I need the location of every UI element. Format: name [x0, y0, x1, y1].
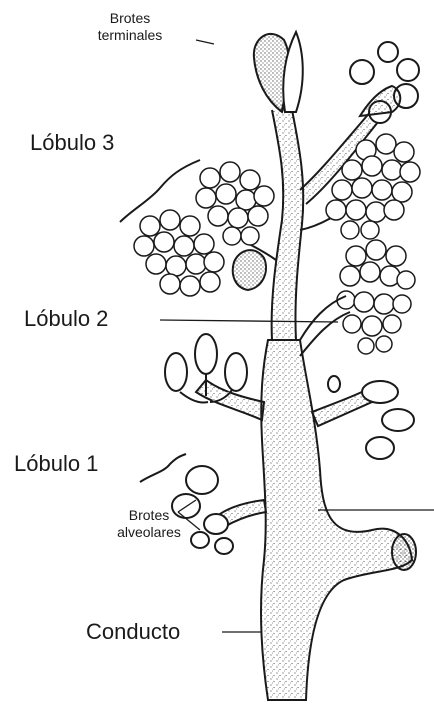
lobule-2-cluster [337, 240, 415, 354]
label-brotes-terminales: Brotes terminales [80, 10, 180, 44]
label-brotes-alveolares-line2: alveolares [100, 524, 198, 541]
label-brotes-alveolares: Brotes alveolares [100, 507, 198, 541]
trunk-side-bulb [392, 534, 416, 570]
label-brotes-terminales-line1: Brotes [80, 10, 180, 27]
leader-brotes-terminales [196, 40, 214, 44]
lobule-3-cluster-mid [196, 162, 274, 245]
label-lobulo-2: Lóbulo 2 [24, 306, 108, 332]
terminal-buds [254, 32, 419, 123]
label-lobulo-1: Lóbulo 1 [14, 451, 98, 477]
right-finger-branch [312, 376, 414, 459]
label-brotes-terminales-line2: terminales [80, 27, 180, 44]
lobule-3-center-node [233, 250, 266, 290]
lobule-brackets [120, 160, 200, 482]
label-conducto: Conducto [86, 619, 180, 645]
left-finger-branch [165, 334, 264, 420]
label-brotes-alveolares-line1: Brotes [100, 507, 198, 524]
leader-lobulo-2 [160, 320, 338, 322]
label-lobulo-3: Lóbulo 3 [30, 130, 114, 156]
